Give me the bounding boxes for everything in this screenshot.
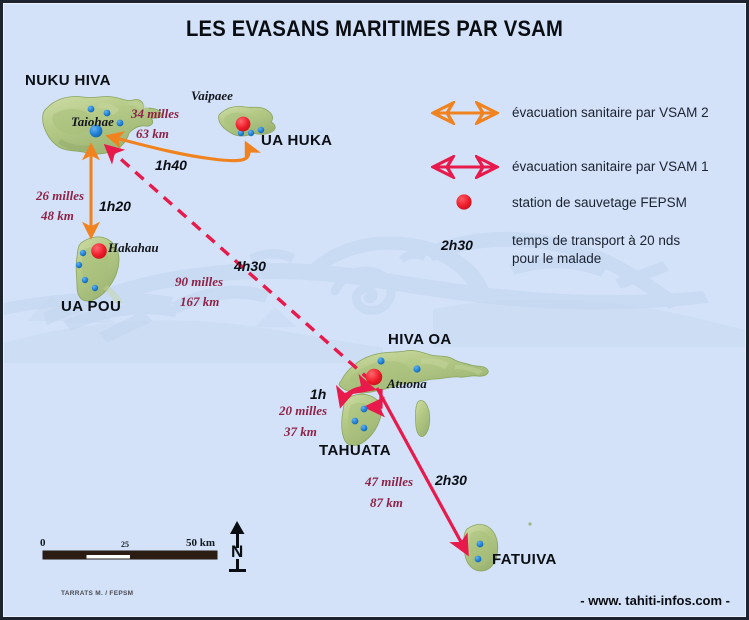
route-distance-km-vaipaee-taiohae: 63 km: [136, 126, 169, 141]
village-dots: [75, 105, 484, 563]
town-label-hakahau: Hakahau: [108, 240, 159, 255]
legend-label-transport-time-line1: temps de transport à 20 nds: [512, 233, 681, 248]
source-website: - www. tahiti-infos.com -: [580, 593, 730, 608]
route-distance-km-atuona-taiohae: 167 km: [180, 294, 220, 309]
scale-label-max: 50 km: [186, 537, 216, 549]
station-dot-vaipaee: [235, 116, 251, 132]
islet-dot: [528, 522, 532, 526]
north-arrow: [229, 521, 246, 572]
north-arrow-letter: N: [231, 542, 244, 561]
map-base-layer: [3, 96, 746, 572]
tribal-watermark: [3, 231, 709, 343]
route-time-atuona-taiohae: 4h30: [234, 258, 266, 274]
route-distance-miles-vaipaee-taiohae: 34 milles: [131, 106, 180, 121]
town-label-taiohae: Taiohae: [71, 114, 114, 129]
station-dot-atuona: [365, 368, 383, 386]
watermark-lower-haze: [3, 299, 746, 363]
legend-label-vsam1: évacuation sanitaire par VSAM 1: [512, 159, 709, 174]
legend-label-station-fepsm: station de sauvetage FEPSM: [512, 195, 687, 210]
legend-icon-station-dot: [456, 194, 472, 210]
route-distance-miles-hakahau-taiohae: 26 milles: [36, 188, 85, 203]
author-credit: TARRATS M. / FEPSM: [61, 590, 134, 597]
island-label-nuku-hiva: NUKU HIVA: [25, 72, 111, 89]
route-atuona-taiohae-dashed: [103, 144, 373, 383]
scale-label-mid: 25: [121, 540, 129, 549]
route-distance-km-atuona-fatuiva: 87 km: [370, 495, 403, 510]
legend-label-vsam2: évacuation sanitaire par VSAM 2: [512, 105, 709, 120]
route-time-atuona-tahuata: 1h: [310, 386, 327, 402]
route-time-hakahau-taiohae: 1h20: [99, 198, 131, 214]
island-label-tahuata: TAHUATA: [319, 442, 391, 459]
route-atuona-tahuata: [335, 374, 377, 409]
scale-bar: [42, 550, 218, 560]
island-label-fatuiva: FATUIVA: [492, 551, 557, 568]
scale-label-zero: 0: [40, 537, 46, 549]
island-label-hiva-oa: HIVA OA: [388, 331, 452, 348]
page-title: LES EVASANS MARITIMES PAR VSAM: [186, 16, 563, 41]
legend-sample-time: 2h30: [441, 237, 473, 253]
watermark-peaks: [27, 295, 297, 327]
route-vaipaee-taiohae: [105, 131, 261, 163]
route-distance-miles-atuona-fatuiva: 47 milles: [365, 474, 414, 489]
route-time-vaipaee-taiohae: 1h40: [155, 157, 187, 173]
town-label-atuona: Atuona: [387, 376, 427, 391]
fepsm-station-dots: [91, 116, 383, 386]
route-distance-km-atuona-tahuata: 37 km: [284, 424, 317, 439]
legend-symbols-layer: [3, 3, 749, 210]
route-distance-km-hakahau-taiohae: 48 km: [41, 208, 74, 223]
legend-label-transport-time-line2: pour le malade: [512, 251, 602, 266]
route-distance-miles-atuona-tahuata: 20 milles: [279, 403, 328, 418]
route-distance-miles-atuona-taiohae: 90 milles: [175, 274, 224, 289]
town-label-vaipaee: Vaipaee: [191, 88, 233, 103]
route-time-atuona-fatuiva: 2h30: [435, 472, 467, 488]
route-atuona-fatuiva: [375, 387, 469, 557]
island-motane: [415, 400, 431, 437]
station-dot-hakahau: [91, 243, 107, 259]
island-label-ua-huka: UA HUKA: [261, 132, 333, 149]
island-label-ua-pou: UA POU: [61, 298, 122, 315]
